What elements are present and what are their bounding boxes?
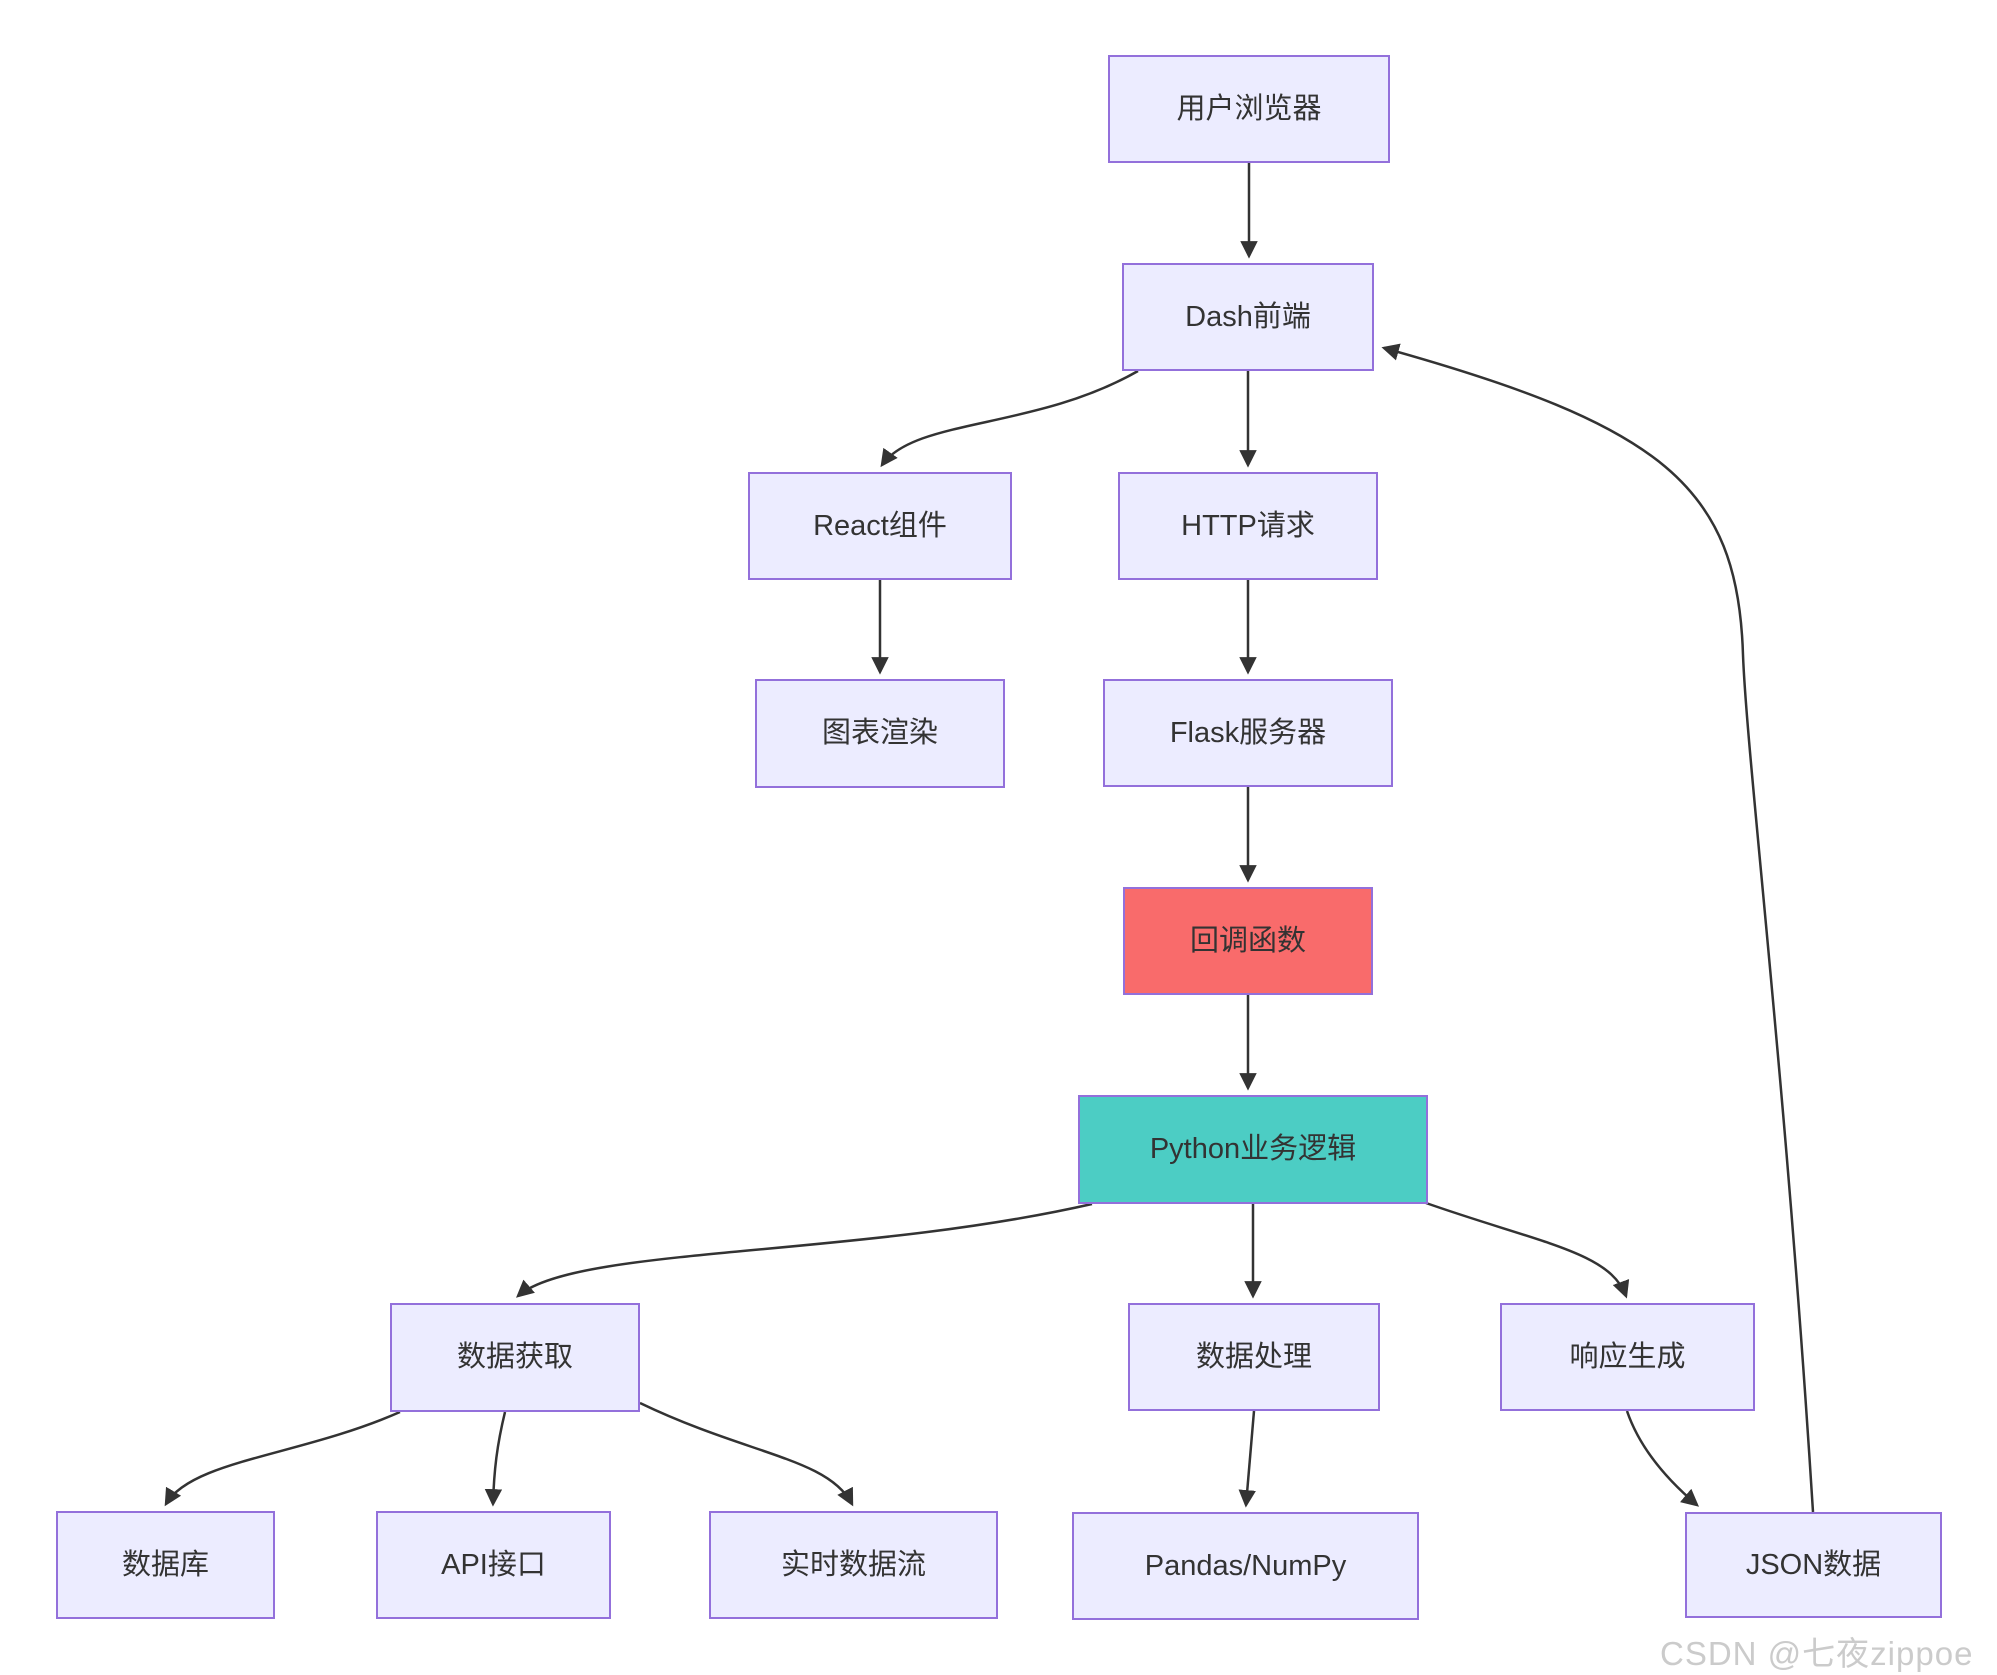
node-callback-function: 回调函数: [1123, 887, 1373, 995]
node-react-components: React组件: [748, 472, 1012, 580]
node-database-label: 数据库: [121, 1548, 209, 1581]
node-json-data-label: JSON数据: [1745, 1548, 1882, 1581]
node-flask-server: Flask服务器: [1103, 679, 1393, 787]
edge-data-processing-to-pandas-numpy: [1238, 1410, 1256, 1508]
node-data-processing: 数据处理: [1128, 1303, 1380, 1411]
node-callback-function-label: 回调函数: [1189, 924, 1306, 957]
edge-data-fetch-to-database: [164, 1410, 401, 1507]
node-pandas-numpy-label: Pandas/NumPy: [1144, 1549, 1347, 1582]
node-python-business-logic: Python业务逻辑: [1078, 1095, 1428, 1204]
node-chart-rendering-label: 图表渲染: [821, 717, 938, 750]
node-user-browser-label: 用户浏览器: [1176, 92, 1322, 125]
node-data-fetch-label: 数据获取: [456, 1341, 573, 1374]
node-json-data: JSON数据: [1685, 1512, 1942, 1618]
node-database: 数据库: [56, 1511, 275, 1619]
node-pandas-numpy: Pandas/NumPy: [1072, 1512, 1419, 1620]
edge-response-generation-to-json-data: [1625, 1410, 1700, 1507]
csdn-watermark: CSDN @七夜zippoe: [1660, 1635, 1974, 1672]
node-http-request: HTTP请求: [1118, 472, 1378, 580]
node-python-business-logic-label: Python业务逻辑: [1149, 1133, 1357, 1166]
node-api-interface-label: API接口: [441, 1548, 546, 1581]
node-data-processing-label: 数据处理: [1195, 1340, 1312, 1373]
node-chart-rendering: 图表渲染: [755, 679, 1005, 788]
edge-python-logic-to-data-fetch: [516, 1202, 1093, 1298]
node-realtime-data-stream: 实时数据流: [709, 1511, 998, 1619]
node-response-generation: 响应生成: [1500, 1303, 1755, 1411]
edge-dash-frontend-to-react-components: [880, 369, 1139, 468]
node-realtime-data-stream-label: 实时数据流: [780, 1548, 926, 1581]
node-api-interface: API接口: [376, 1511, 611, 1619]
node-react-components-label: React组件: [813, 509, 947, 542]
node-dash-frontend-label: Dash前端: [1185, 300, 1311, 333]
node-http-request-label: HTTP请求: [1181, 509, 1315, 542]
node-user-browser: 用户浏览器: [1108, 55, 1390, 163]
edge-data-fetch-to-api-interface: [484, 1411, 507, 1507]
edge-data-fetch-to-realtime-data-stream: [639, 1401, 854, 1507]
node-flask-server-label: Flask服务器: [1169, 716, 1327, 749]
node-response-generation-label: 响应生成: [1569, 1340, 1686, 1373]
node-data-fetch: 数据获取: [390, 1303, 640, 1412]
edge-python-logic-to-response-generation: [1425, 1201, 1630, 1299]
node-dash-frontend: Dash前端: [1122, 263, 1374, 371]
